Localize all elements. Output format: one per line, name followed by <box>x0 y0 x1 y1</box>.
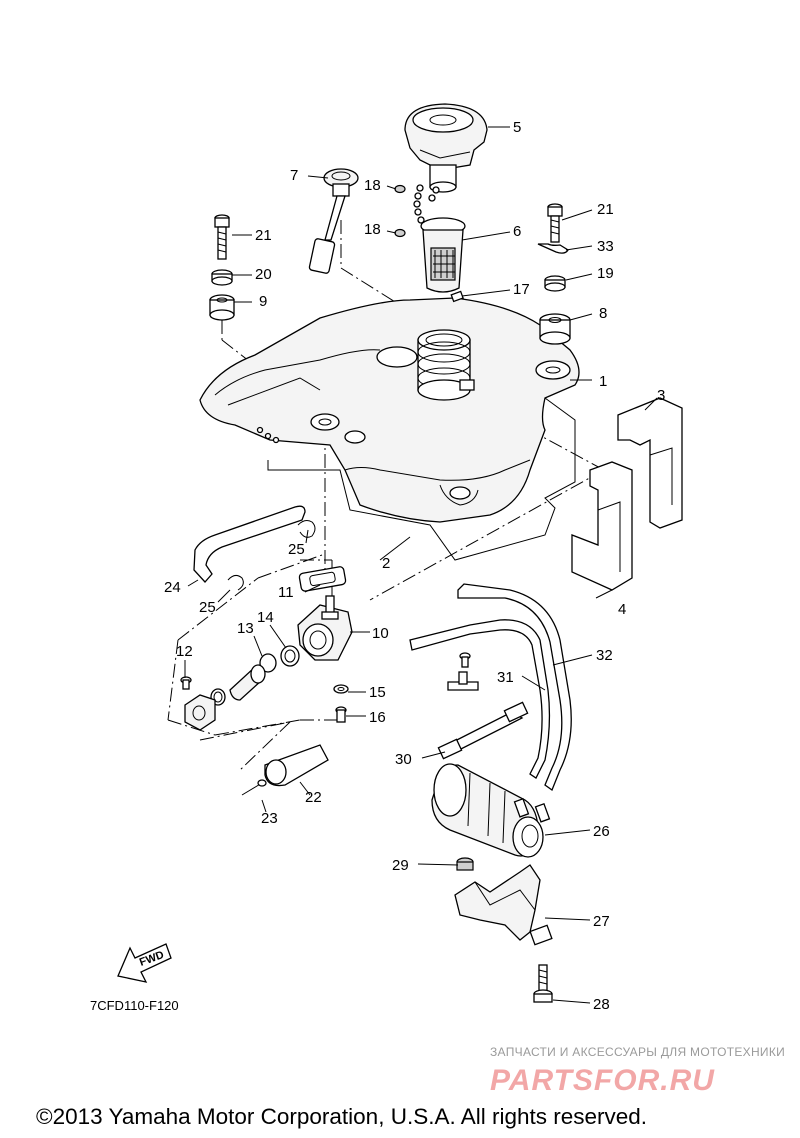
callout-7: 7 <box>290 167 298 184</box>
fuel-cap <box>404 103 488 193</box>
callout-1: 1 <box>599 373 607 390</box>
pump-bracket <box>454 864 553 946</box>
fuel-pump <box>431 763 551 858</box>
callout-14: 14 <box>257 609 274 626</box>
washer-left <box>211 269 233 286</box>
callout-3: 3 <box>657 387 665 404</box>
callout-2: 2 <box>382 555 390 572</box>
callout-4: 4 <box>618 601 626 618</box>
grommet-right <box>539 313 571 345</box>
callout-21-left: 21 <box>255 227 272 244</box>
callout-15: 15 <box>369 684 386 701</box>
callout-26: 26 <box>593 823 610 840</box>
leader-lines <box>184 126 658 1004</box>
hose-t-joint <box>447 652 479 691</box>
callout-8: 8 <box>599 305 607 322</box>
chain-rivets <box>394 184 406 238</box>
o-ring-large <box>280 645 300 667</box>
callout-22: 22 <box>305 789 322 806</box>
callout-20: 20 <box>255 266 272 283</box>
callout-16: 16 <box>369 709 386 726</box>
fuel-lines <box>409 583 572 792</box>
callout-17: 17 <box>513 281 530 298</box>
bolt-left <box>214 214 230 260</box>
callout-18-lower: 18 <box>364 221 381 238</box>
washer-15 <box>333 684 349 694</box>
callout-9: 9 <box>259 293 267 310</box>
callout-21-right: 21 <box>597 201 614 218</box>
knob-screw <box>241 779 267 796</box>
callout-33: 33 <box>597 238 614 255</box>
bolt-28 <box>533 964 553 1003</box>
fuel-cock-lever <box>229 664 266 701</box>
callout-13: 13 <box>237 620 254 637</box>
hose-clip-lower <box>227 574 244 591</box>
fuel-cock-body <box>297 595 353 661</box>
fuel-cock-gasket <box>298 566 347 592</box>
callout-18-upper: 18 <box>364 177 381 194</box>
forward-arrow-icon: FWD <box>117 943 172 983</box>
washer-right <box>544 275 566 292</box>
callout-6: 6 <box>513 223 521 240</box>
callout-30: 30 <box>395 751 412 768</box>
callout-19: 19 <box>597 265 614 282</box>
callout-25-lower: 25 <box>199 599 216 616</box>
nut-29 <box>456 857 474 871</box>
callout-labels: 1 2 3 4 5 6 7 8 9 10 11 12 13 14 15 16 1… <box>164 119 665 1013</box>
strainer <box>259 653 277 673</box>
pump-strap <box>437 701 529 760</box>
diagram-code: 7CFD110-F120 <box>90 998 179 1013</box>
callout-27: 27 <box>593 913 610 930</box>
copyright-notice: ©2013 Yamaha Motor Corporation, U.S.A. A… <box>36 1104 647 1129</box>
filter-clip <box>450 290 464 303</box>
callout-28: 28 <box>593 996 610 1013</box>
fuel-filter-basket <box>420 217 466 293</box>
callout-29: 29 <box>392 857 409 874</box>
fuel-gauge-sender <box>308 168 359 274</box>
spring-clip <box>537 243 569 254</box>
tank-bottom-plate <box>267 397 576 561</box>
callout-31: 31 <box>497 669 514 686</box>
tank-pad-upper <box>617 397 683 529</box>
callout-25-upper: 25 <box>288 541 305 558</box>
hose-clip-upper <box>297 520 316 538</box>
knob-cover <box>264 744 329 787</box>
grommet-left <box>209 294 235 321</box>
callout-23: 23 <box>261 810 278 827</box>
watermark-logo: PARTSFOR.RU <box>490 1064 715 1097</box>
callout-5: 5 <box>513 119 521 136</box>
fuel-hose <box>193 505 306 583</box>
callout-11: 11 <box>278 584 294 601</box>
bolt-right <box>547 203 563 243</box>
fuel-tank <box>199 297 580 523</box>
tank-pad-lower <box>571 461 633 591</box>
callout-10: 10 <box>372 625 389 642</box>
watermark-tagline: ЗАПЧАСТИ И АКСЕССУАРЫ ДЛЯ МОТОТЕХНИКИ <box>490 1045 785 1059</box>
plate-screw <box>180 676 192 690</box>
bolt-16 <box>335 706 347 723</box>
callout-12: 12 <box>176 643 193 660</box>
lever-plate <box>184 694 216 731</box>
callout-24: 24 <box>164 579 181 596</box>
callout-32: 32 <box>596 647 613 664</box>
